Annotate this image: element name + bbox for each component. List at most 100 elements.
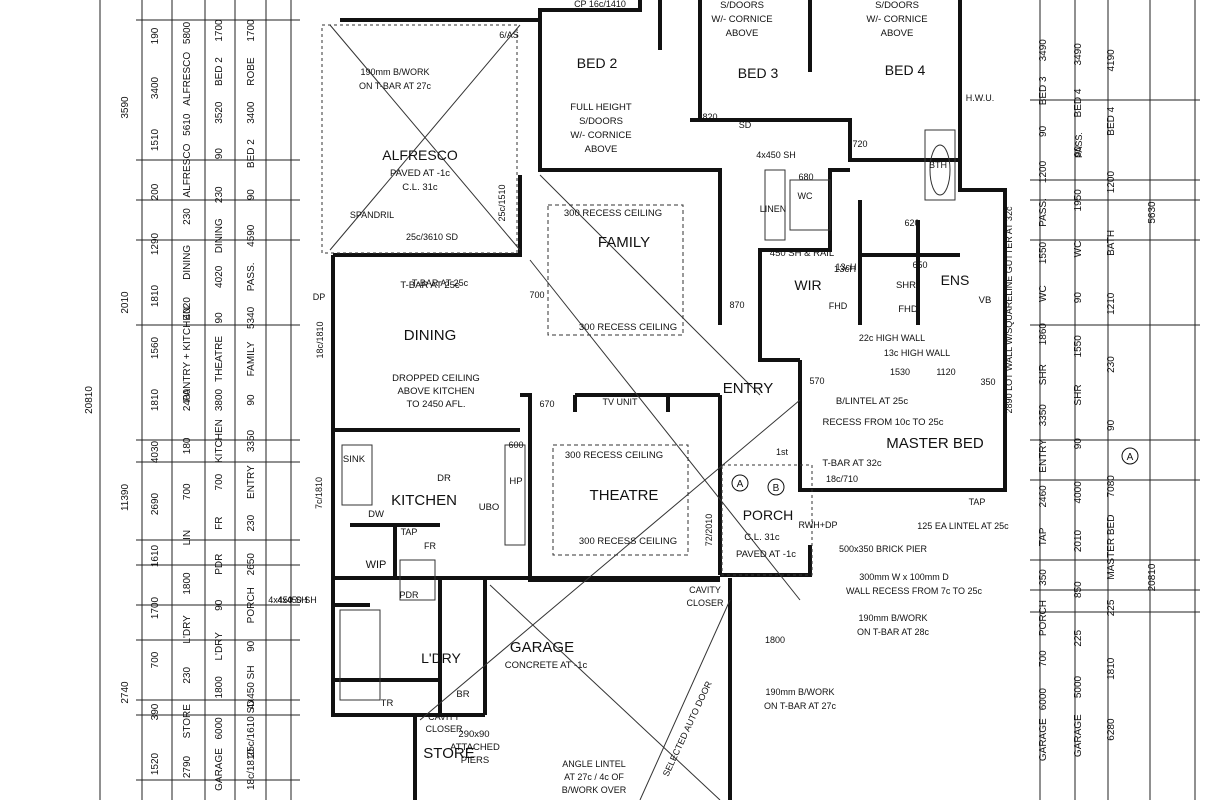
dimension-left-e: 230 [214, 186, 225, 203]
annotation: CAVITY [428, 712, 460, 722]
dimension-left-d: L'DRY [182, 615, 193, 644]
dimension-left-e: L'DRY [214, 632, 225, 661]
annotation: 1st [776, 447, 789, 457]
dimension-left-e: PDR [214, 554, 225, 575]
dimension-left-e: KITCHEN [214, 419, 225, 463]
annotation: LINEN [760, 204, 787, 214]
annotation: CLOSER [686, 598, 724, 608]
annotation: 820 [702, 112, 717, 122]
section-marker-label: A [737, 479, 744, 490]
dimension-left-f: 90 [246, 189, 257, 201]
annotation: DP [313, 292, 326, 302]
room-label-theatre: THEATRE [590, 487, 659, 504]
dimension-left-e: THEATRE [214, 336, 225, 382]
annotation: 190mm B/WORK [360, 67, 429, 77]
dimension-left-f: 90 [246, 640, 257, 652]
dimension-right-a: 350 [1038, 569, 1049, 586]
room-label-dining: DINING [404, 327, 457, 344]
annotation: 870 [729, 300, 744, 310]
annotation: B/WORK OVER [562, 785, 627, 795]
room-note-alfresco: C.L. 31c [402, 182, 438, 193]
dimension-left-e: 90 [214, 599, 225, 611]
room-note-laundry: BR [456, 689, 469, 700]
room-note-store: ATTACHED [450, 742, 500, 753]
dimension-right-a: ENTRY [1038, 439, 1049, 473]
dimension-right-c: 1810 [1106, 657, 1117, 680]
annotation: TV UNIT [603, 397, 639, 407]
room-note-porch: C.L. 31c [744, 532, 780, 543]
room-note-wir: 450 SH & RAIL [770, 248, 834, 259]
room-note-bed3: S/DOORS [720, 0, 764, 11]
annotation: 300mm W x 100mm D [859, 572, 949, 582]
dimension-left-f: 230 [246, 514, 257, 531]
dimension-left-d: 5610 [182, 113, 193, 136]
annotation: 700 [529, 290, 544, 300]
annotation: 620 [904, 218, 919, 228]
room-label-bed3: BED 3 [738, 65, 779, 81]
annotation: ON T-BAR AT 27c [764, 701, 837, 711]
dimension-right-c: 225 [1106, 599, 1117, 616]
section-marker-label: A [1127, 452, 1134, 463]
annotation: TAP [969, 497, 986, 507]
dimension-left-d: DINING [182, 245, 193, 280]
room-note-theatre: 300 RECESS CEILING [579, 536, 677, 547]
dimension-left-d: 230 [182, 208, 193, 225]
annotation: 18c/710 [826, 474, 858, 484]
dimension-right-a: PASS. [1038, 198, 1049, 227]
dimension-left-c: 1610 [150, 544, 161, 567]
annotation: 125 EA LINTEL AT 25c [917, 521, 1009, 531]
annotation: PASS. [1074, 132, 1084, 158]
annotation: 7c/1810 [314, 477, 324, 509]
dimension-left-e: GARAGE [214, 748, 225, 791]
annotation: BTH [929, 160, 947, 170]
dimension-left-d: LIN [182, 530, 193, 546]
room-note-store: PIERS [461, 755, 490, 766]
dimension-left-f: 4590 [246, 224, 257, 247]
dimension-labels: 2081035902010113902740190340015102001290… [84, 19, 1158, 791]
dimension-left-c: 1290 [150, 232, 161, 255]
room-note-family: 300 RECESS CEILING [564, 208, 662, 219]
room-note-bed2: W/- CORNICE [570, 130, 631, 141]
room-note-bed3: W/- CORNICE [711, 14, 772, 25]
dimension-right-b: 4000 [1073, 481, 1084, 504]
section-marker [1121, 447, 1139, 465]
annotation: ANGLE LINTEL [562, 759, 626, 769]
annotation: 650 [912, 260, 927, 270]
annotation: 4x450 SH [756, 150, 796, 160]
annotation: T-BAR AT 25c [412, 278, 469, 288]
room-note-kitchen: HP [509, 476, 522, 487]
dimension-left-d: PANTRY + KITCHEN [182, 307, 193, 402]
dimension-left-f: 3400 [246, 101, 257, 124]
dimension-left-c: 1510 [150, 128, 161, 151]
dimension-right-a: PORCH [1038, 600, 1049, 636]
dimension-left-e: FR [214, 516, 225, 529]
annotation: SPANDRIL [350, 210, 394, 220]
room-label-family: FAMILY [598, 234, 650, 251]
dimension-left-d: 2790 [182, 755, 193, 778]
annotation: 4x450 SH [268, 595, 308, 605]
room-label-kitchen: KITCHEN [391, 492, 457, 509]
dimension-left-f: 25c/1610 SD [246, 700, 257, 758]
dimension-right-b: 90 [1073, 146, 1084, 158]
dimension-left-f: 2650 [246, 553, 257, 576]
annotation: 680 [798, 172, 813, 182]
room-note-bed3: ABOVE [726, 28, 759, 39]
dimension-right-b: 850 [1073, 581, 1084, 598]
room-note-dining: T-BAR AT 25c [400, 280, 460, 291]
annotation: 13cH [835, 262, 856, 272]
annotation: WALL RECESS FROM 7c TO 25c [846, 586, 983, 596]
room-note-dining: DROPPED CEILING [392, 373, 480, 384]
room-label-master: MASTER BED [886, 435, 984, 452]
dimension-left-f: 1700 [246, 19, 257, 42]
annotation: 670 [539, 399, 554, 409]
room-note-dining: TO 2450 AFL. [407, 399, 466, 410]
plan-frame [99, 0, 1200, 800]
dimension-right-a: 2460 [1038, 485, 1049, 508]
annotation: CAVITY [689, 585, 721, 595]
dimension-right-b: 5000 [1073, 675, 1084, 698]
annotation: 22c HIGH WALL [859, 333, 925, 343]
room-note-ens: VB [979, 295, 992, 306]
room-label-alfresco: ALFRESCO [382, 147, 458, 163]
